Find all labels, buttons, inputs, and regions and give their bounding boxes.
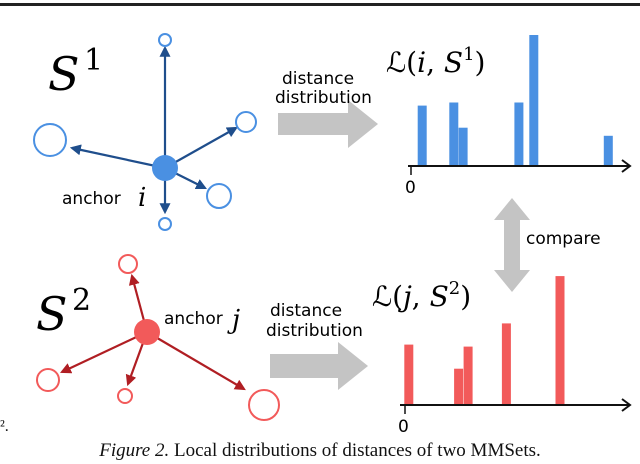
set1-anchor-node	[152, 155, 178, 181]
dist1-bar-4	[514, 102, 524, 166]
set1-edge-left	[69, 144, 166, 170]
dist2-axis-arrow	[621, 398, 632, 412]
set1-node-top	[158, 33, 172, 47]
dist1-close: )	[475, 46, 486, 79]
dist2-zero-label: 0	[398, 417, 409, 437]
set1-superscript: 1	[84, 43, 103, 78]
set2-edge-left	[60, 331, 148, 374]
dist2-bar-2	[454, 368, 464, 405]
set2-edge-right	[146, 331, 246, 391]
dist1-bar-5	[529, 35, 539, 166]
dist2-sup: 2	[449, 278, 460, 299]
set1-node-right	[235, 111, 257, 133]
dist2-func: ℒ(	[372, 280, 403, 313]
set2-node-right	[248, 389, 280, 421]
caption-text: Local distributions of distances of two …	[173, 440, 541, 461]
set2-anchor-var: j	[227, 305, 240, 335]
figure-caption: Figure 2. Local distributions of distanc…	[0, 440, 640, 462]
arrow1-label-line2: distribution	[275, 88, 372, 108]
distance-arrow-1	[278, 100, 378, 148]
dist2-bar-5	[555, 276, 565, 405]
dist1-var: i	[417, 46, 426, 79]
dist2-bar-chart	[404, 276, 565, 405]
dist2-close: )	[460, 280, 471, 313]
set1-graph	[33, 33, 257, 231]
dist1-sup: 1	[463, 44, 474, 65]
stray-text-fragment: ².	[0, 418, 9, 435]
dist1-title: ℒ(i, S1)	[386, 44, 485, 79]
dist1-zero-label: 0	[405, 178, 416, 198]
dist1-set: S	[444, 46, 463, 79]
set1-edge-right	[164, 126, 238, 169]
dist1-bar-chart	[417, 35, 613, 166]
distance-arrow-2	[270, 342, 368, 390]
dist1-comma: ,	[426, 46, 444, 79]
arrow2-label-line1: distance	[270, 301, 342, 321]
set2-graph	[36, 254, 280, 421]
dist1-bar-1	[417, 105, 427, 166]
set1-anchor-var: i	[138, 183, 146, 213]
set1-letter: S	[48, 47, 80, 101]
dist1-bar-2	[449, 102, 459, 166]
set2-node-top	[118, 254, 138, 274]
dist2-bar-1	[404, 344, 414, 405]
compare-arrow	[494, 198, 530, 292]
page-top-rule	[0, 0, 640, 10]
dist2-comma: ,	[412, 280, 430, 313]
set2-anchor-label: anchor	[164, 309, 223, 329]
set1-anchor-label: anchor	[62, 189, 121, 209]
dist1-func: ℒ(	[386, 46, 417, 79]
arrow1-label-line1: distance	[282, 69, 354, 89]
compare-label: compare	[526, 229, 601, 249]
set1-node-lower-right	[206, 183, 232, 209]
dist2-set: S	[430, 280, 449, 313]
dist2-title: ℒ(j, S2)	[372, 278, 471, 313]
set2-letter: S	[36, 287, 68, 341]
set2-node-left	[36, 368, 60, 392]
set2-node-bottom	[117, 388, 133, 404]
dist2-bar-4	[501, 323, 511, 405]
set1-node-bottom	[158, 217, 172, 231]
dist1-bar-3	[458, 127, 468, 166]
caption-label: Figure 2.	[99, 440, 170, 461]
set2-superscript: 2	[72, 283, 91, 318]
dist1-bar-6	[603, 135, 613, 166]
dist2-bar-3	[463, 346, 473, 405]
set1-node-left	[33, 123, 67, 157]
set2-anchor-node	[134, 319, 160, 345]
dist1-axis-arrow	[621, 159, 632, 173]
arrow2-label-line2: distribution	[266, 321, 363, 341]
